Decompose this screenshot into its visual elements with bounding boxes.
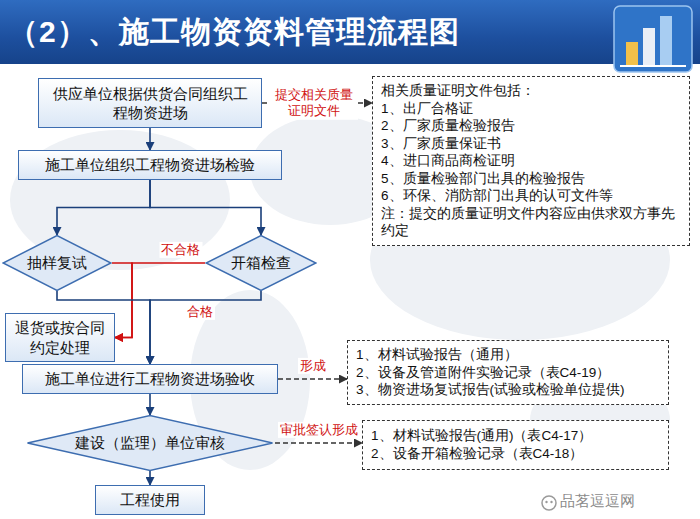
node-text: 注：提交的质量证明文件内容应由供求双方事先约定 xyxy=(381,205,681,240)
connector xyxy=(149,128,151,150)
node-text: 2、设备及管道附件实验记录（表C4-19） xyxy=(356,364,610,382)
edge-label: 审批签认形成 xyxy=(278,422,360,438)
edge-label: 形成 xyxy=(298,358,328,374)
document-note: 相关质量证明文件包括：1、出厂合格证2、厂家质量检验报告3、厂家质量保证书4、进… xyxy=(372,76,690,246)
node-text: 开箱检查 xyxy=(231,253,291,273)
node-text: 工程使用 xyxy=(120,490,180,510)
node-text: 1、材料试验报告(通用)（表C4-17） xyxy=(371,427,592,445)
node-text: 退货或按合同约定处理 xyxy=(14,318,106,357)
node-text: 6、环保、消防部门出具的认可文件等 xyxy=(381,187,613,205)
connector xyxy=(57,180,150,235)
process-box: 供应单位根据供货合同组织工程物资进场 xyxy=(38,78,262,128)
node-text: 2、厂家质量检验报告 xyxy=(381,117,515,135)
watermark: 品茗逗逗网 xyxy=(560,492,635,511)
node-text: 1、材料试验报告（通用） xyxy=(356,346,518,364)
node-text: 3、厂家质量保证书 xyxy=(381,135,501,153)
node-text: 施工单位进行工程物资进场验收 xyxy=(45,369,255,389)
node-text: 3、物资进场复试报告(试验或检验单位提供) xyxy=(356,381,625,399)
edge-label: 提交相关质量 证明文件 xyxy=(270,87,358,120)
connector xyxy=(149,394,151,415)
node-text: 4、进口商品商检证明 xyxy=(381,152,515,170)
decision-diamond: 开箱检查 xyxy=(205,235,317,291)
node-text: 2、设备开箱检验记录（表C4-18） xyxy=(371,445,583,463)
decision-diamond: 抽样复试 xyxy=(2,235,112,291)
connector xyxy=(150,291,261,364)
document-note: 1、材料试验报告(通用)（表C4-17）2、设备开箱检验记录（表C4-18） xyxy=(362,420,669,470)
node-text: 相关质量证明文件包括： xyxy=(381,82,535,100)
document-note: 1、材料试验报告（通用）2、设备及管道附件实验记录（表C4-19）3、物资进场复… xyxy=(347,340,669,405)
edge-label: 合格 xyxy=(185,304,215,320)
connector xyxy=(275,442,362,444)
chart-logo xyxy=(612,4,696,76)
node-text: 抽样复试 xyxy=(27,253,87,273)
node-text: 1、出厂合格证 xyxy=(381,100,473,118)
edge-label: 不合格 xyxy=(159,242,202,258)
connector xyxy=(150,180,261,235)
connector xyxy=(278,378,347,380)
node-text: 施工单位组织工程物资进场检验 xyxy=(45,155,255,175)
watermark-icon xyxy=(540,494,558,512)
title: （2）、施工物资资料管理流程图 xyxy=(8,12,460,53)
process-box: 退货或按合同约定处理 xyxy=(5,313,115,362)
process-box: 施工单位进行工程物资进场验收 xyxy=(22,364,278,394)
connector xyxy=(149,471,151,485)
node-text: 5、质量检验部门出具的检验报告 xyxy=(381,170,585,188)
node-text: 供应单位根据供货合同组织工程物资进场 xyxy=(47,84,253,123)
decision-diamond: 建设（监理）单位审核 xyxy=(25,415,275,471)
process-box: 工程使用 xyxy=(95,485,205,515)
process-box: 施工单位组织工程物资进场检验 xyxy=(18,150,282,180)
node-text: 建设（监理）单位审核 xyxy=(75,433,225,453)
